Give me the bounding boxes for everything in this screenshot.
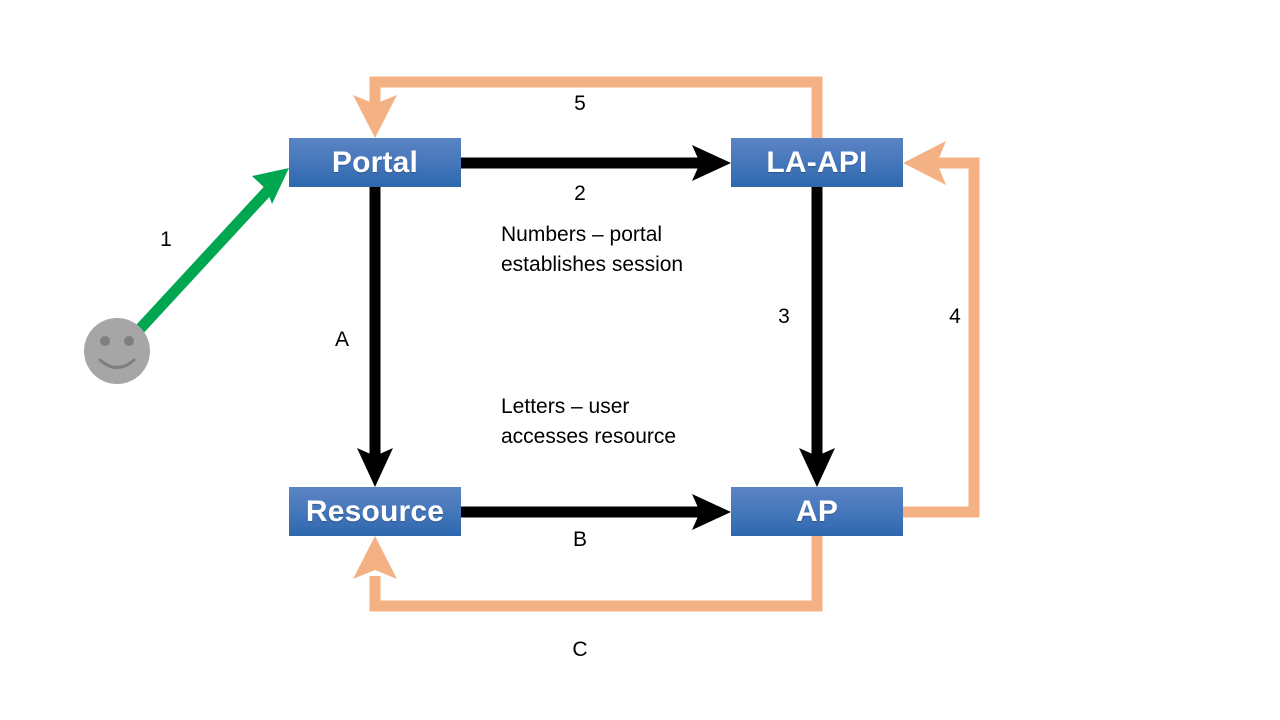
- edge-4-ap-to-la-api-arrow: [903, 141, 980, 518]
- note-numbers: Numbers – portal establishes session: [501, 223, 684, 276]
- edge-label-5: 5: [574, 92, 586, 115]
- edge-1-user-to-portal-arrow: [133, 168, 289, 335]
- node-resource[interactable]: Resource: [289, 487, 461, 536]
- user-actor-icon: [84, 318, 150, 384]
- edge-label-4: 4: [949, 305, 961, 328]
- edge-label-C: C: [572, 638, 588, 661]
- node-la-api[interactable]: LA-API: [731, 138, 903, 187]
- node-portal[interactable]: Portal: [289, 138, 461, 187]
- edge-label-A: A: [334, 328, 349, 351]
- edge-label-2: 2: [574, 182, 586, 205]
- node-portal-label: Portal: [331, 145, 419, 179]
- edge-2-portal-to-la-api-arrow: [461, 145, 731, 181]
- edge-label-B: B: [572, 528, 587, 551]
- edge-label-1: 1: [160, 228, 172, 251]
- node-resource-label: Resource: [305, 494, 445, 528]
- node-la-api-label: LA-API: [766, 145, 868, 179]
- node-ap-label: AP: [795, 494, 839, 528]
- edge-B-resource-to-ap-arrow: [461, 494, 731, 530]
- edge-label-3: 3: [778, 305, 790, 328]
- edge-3-la-api-to-ap-arrow: [799, 187, 835, 487]
- edge-5-la-api-to-portal-arrow: [353, 76, 823, 138]
- node-ap[interactable]: AP: [731, 487, 903, 536]
- edge-C-ap-to-resource-arrow: [353, 536, 823, 612]
- note-letters: Letters – user accesses resource: [501, 395, 677, 448]
- edge-A-portal-to-resource-arrow: [357, 187, 393, 487]
